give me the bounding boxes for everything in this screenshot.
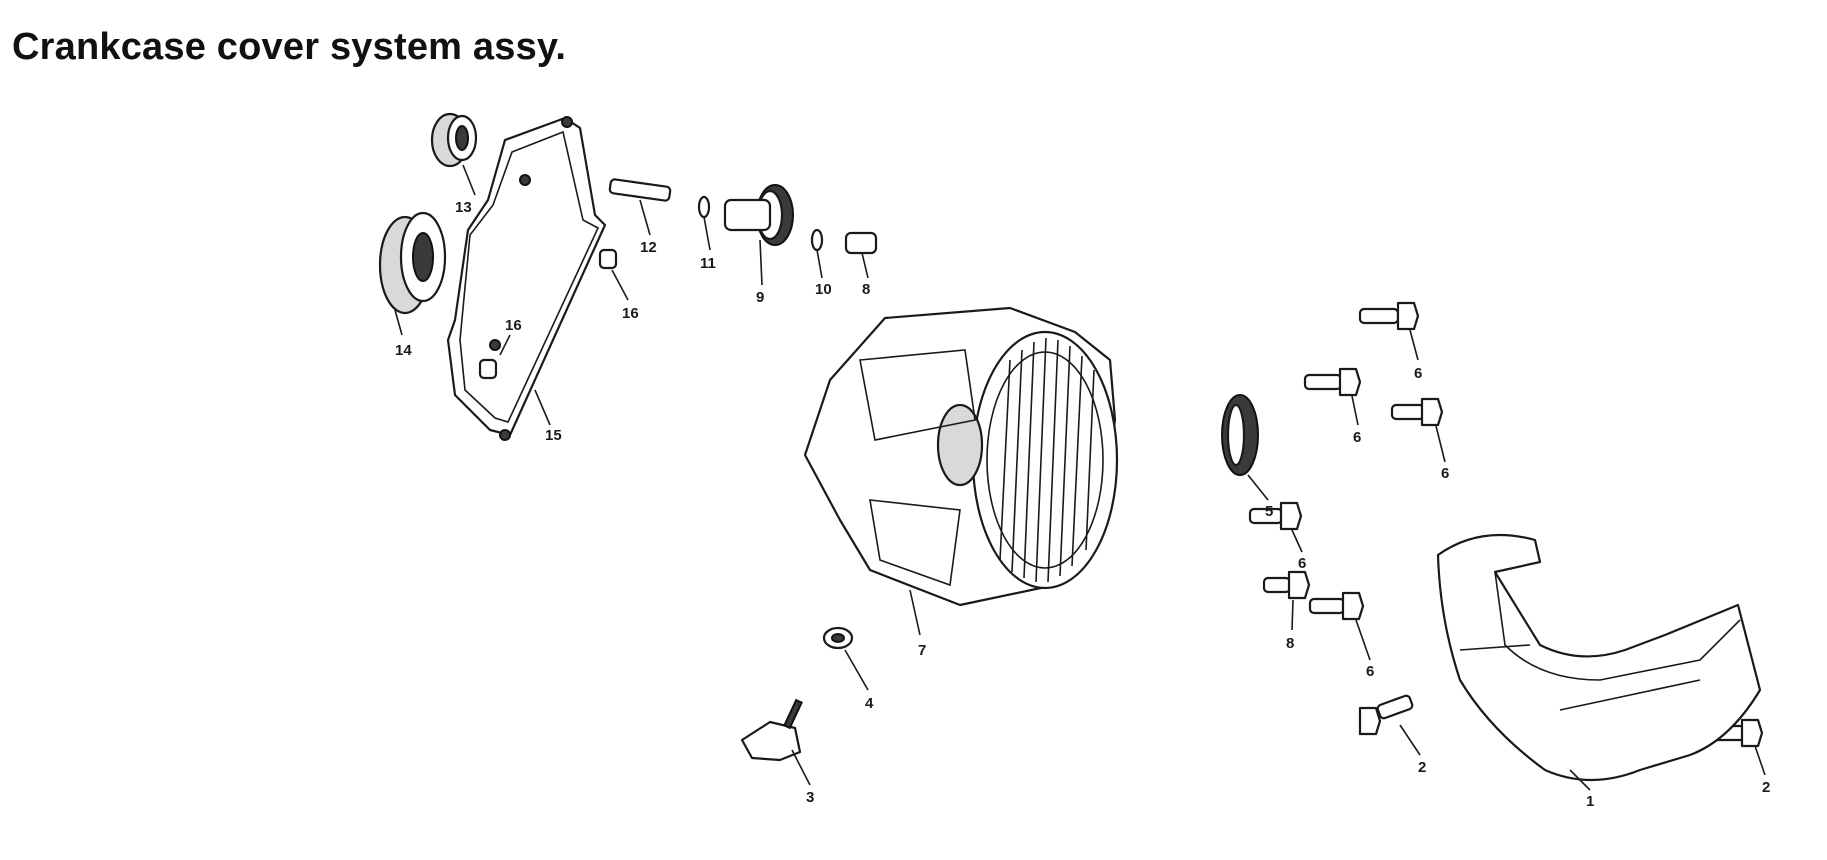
callout-6-a: 6: [1414, 365, 1422, 382]
leader-lines: [394, 164, 1766, 791]
callout-16: 16: [622, 305, 639, 322]
part-13-oil-seal: [430, 112, 478, 168]
callout-5: 5: [1265, 503, 1273, 520]
part-12-shaft: [608, 178, 672, 202]
callout-11: 11: [700, 255, 716, 272]
callout-10: 10: [815, 281, 832, 298]
part-8-pin: [844, 231, 878, 255]
callout-6-e: 6: [1366, 663, 1374, 680]
callout-8-top: 8: [862, 281, 870, 298]
part-16-dowel-pin-b: [598, 248, 618, 270]
part-6-bolt-c: [1390, 397, 1444, 427]
part-6-bolt-b: [1303, 367, 1362, 397]
callout-3: 3: [806, 789, 814, 806]
part-6-bolt-a: [1358, 301, 1420, 331]
callout-15: 15: [545, 427, 562, 444]
part-6-bolt-e: [1308, 591, 1365, 621]
callout-6-b: 6: [1353, 429, 1361, 446]
callout-6-c: 6: [1441, 465, 1449, 482]
callout-labels: 13 14 15 16 16 12 11 9 10 8 7 4 3 5 6 6 …: [395, 199, 1770, 810]
part-11-clip: [697, 195, 711, 219]
part-16-dowel-pin: [478, 358, 498, 380]
part-8-bolt: [1262, 570, 1311, 600]
callout-7: 7: [918, 642, 926, 659]
callout-2-a: 2: [1418, 759, 1426, 776]
callout-4: 4: [865, 695, 874, 712]
part-1-shroud: [1436, 533, 1762, 782]
part-4-washer: [822, 626, 854, 650]
callout-8-bolt: 8: [1286, 635, 1294, 652]
diagram-title: Crankcase cover system assy.: [12, 26, 567, 68]
callout-12: 12: [640, 239, 657, 256]
callout-1: 1: [1586, 793, 1594, 810]
callout-13: 13: [455, 199, 472, 216]
callout-6-d: 6: [1298, 555, 1306, 572]
part-3-drain-plug: [740, 698, 803, 762]
part-15-gasket: [446, 116, 607, 441]
callout-2-b: 2: [1762, 779, 1770, 796]
callout-9: 9: [756, 289, 764, 306]
part-2-bolt-a: [1358, 694, 1414, 736]
part-5-oil-seal: [1221, 394, 1259, 476]
callout-14: 14: [395, 342, 412, 359]
callout-16-gasket: 16: [505, 317, 522, 334]
part-7-crankcase-cover: [803, 306, 1119, 607]
part-6-bolt-d: [1248, 501, 1303, 531]
part-10-washer: [810, 228, 824, 252]
part-14-bearing: [378, 211, 447, 315]
part-9-gear: [723, 184, 794, 246]
